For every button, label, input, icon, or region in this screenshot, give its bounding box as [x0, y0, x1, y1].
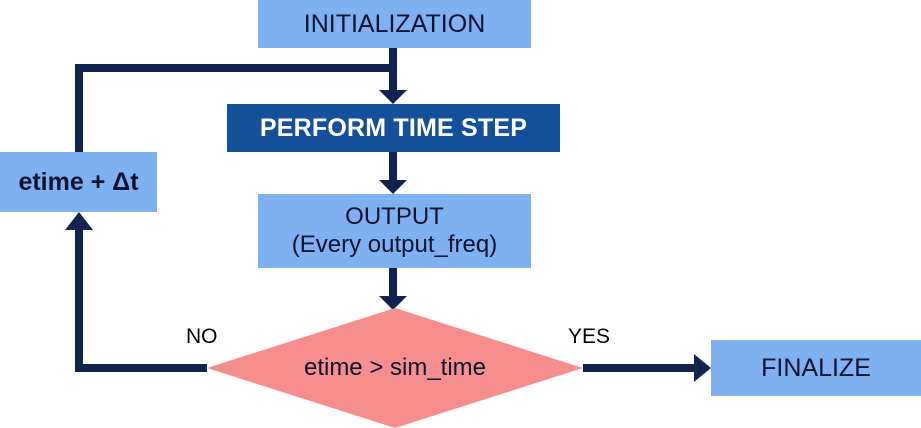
- node-output[interactable]: OUTPUT (Every output_freq): [258, 194, 531, 268]
- edge-output-to-decision: [379, 268, 407, 310]
- node-finalize-label: FINALIZE: [761, 353, 871, 382]
- decision-diamond: [207, 308, 583, 428]
- edge-label-no: NO: [186, 325, 218, 349]
- edge-label-yes-text: YES: [568, 325, 611, 348]
- node-decision[interactable]: etime > sim_time: [255, 345, 535, 391]
- edge-perform-to-output: [379, 152, 407, 194]
- node-initialization[interactable]: INITIALIZATION: [258, 0, 531, 48]
- node-finalize[interactable]: FINALIZE: [711, 340, 921, 396]
- edge-initialization-to-perform: [379, 48, 407, 104]
- edge-decision-no-to-etime: [65, 212, 207, 372]
- edge-decision-yes-to-finalize: [583, 354, 711, 382]
- edge-label-no-text: NO: [186, 325, 218, 348]
- node-output-label-line1: OUTPUT: [345, 203, 444, 231]
- node-etime-increment-label: etime + Δt: [18, 167, 139, 196]
- node-initialization-label: INITIALIZATION: [303, 9, 486, 38]
- edge-etime-to-perform: [75, 64, 393, 152]
- node-perform-time-step-label: PERFORM TIME STEP: [259, 113, 528, 142]
- edge-label-yes: YES: [568, 325, 610, 349]
- node-output-label-line2: (Every output_freq): [291, 231, 498, 258]
- node-etime-increment[interactable]: etime + Δt: [0, 152, 157, 212]
- node-perform-time-step[interactable]: PERFORM TIME STEP: [227, 104, 560, 152]
- node-decision-label: etime > sim_time: [303, 354, 487, 382]
